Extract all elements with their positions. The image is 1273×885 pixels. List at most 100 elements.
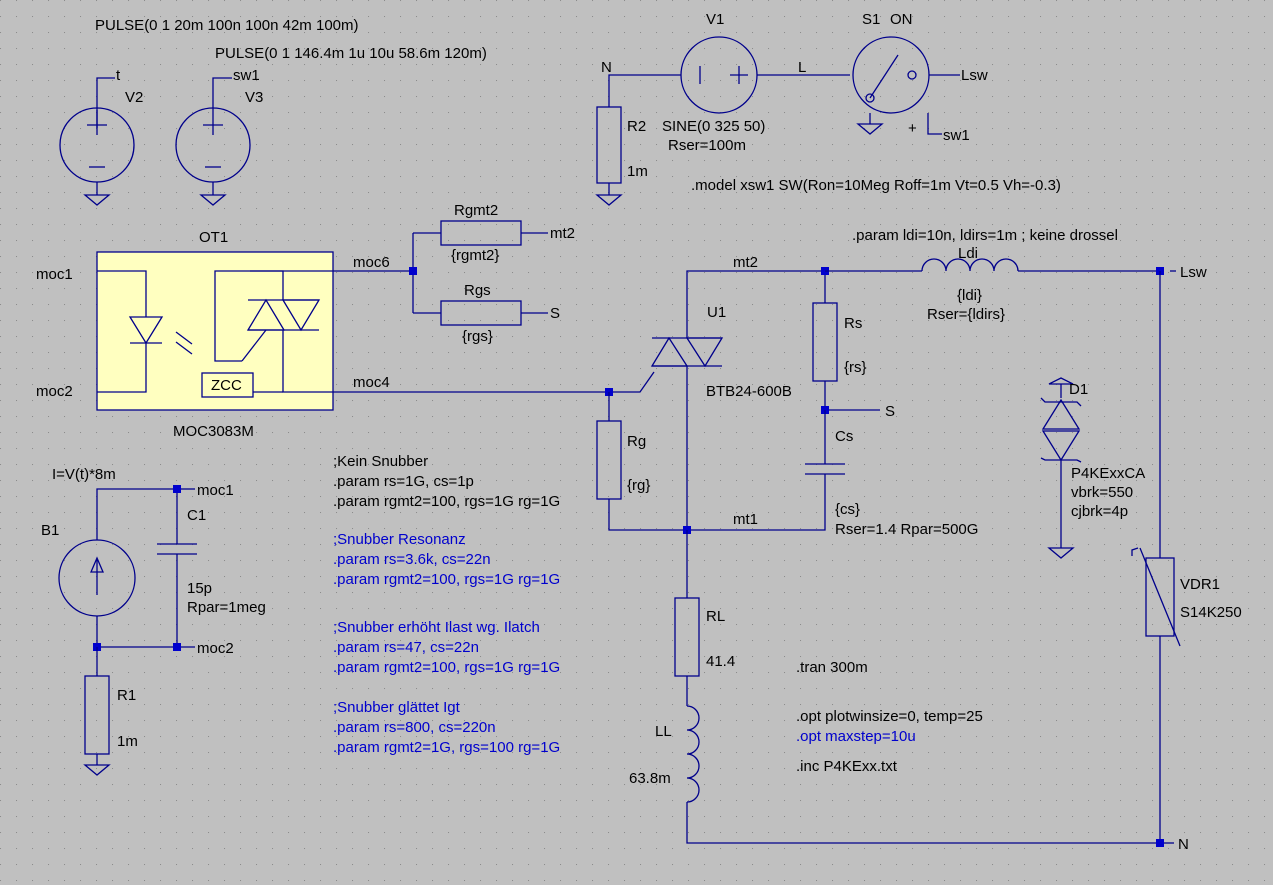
v3-source[interactable]: PULSE(0 1 146.4m 1u 10u 58.6m 120m) sw1 …: [175, 45, 487, 206]
rl-value: 41.4: [706, 653, 735, 670]
s1-state: ON: [890, 11, 913, 28]
r2-resistor[interactable]: R2 1m: [595, 106, 648, 206]
net-label-moc2-bottom: moc2: [197, 640, 234, 657]
rgmt2-resistor[interactable]: Rgmt2 mt2 {rgmt2}: [440, 202, 575, 264]
resonanz-line2: .param rgmt2=100, rgs=1G rg=1G: [333, 571, 560, 588]
net-label-moc6: moc6: [353, 254, 390, 271]
node-moc1: [173, 485, 181, 493]
rs-value: {rs}: [844, 359, 867, 376]
vdr1-varistor[interactable]: VDR1 S14K250: [1131, 271, 1242, 843]
b1-name: B1: [41, 522, 59, 539]
rl-name: RL: [706, 608, 725, 625]
rg-value: {rg}: [627, 477, 650, 494]
ot1-optocoupler[interactable]: OT1 moc1 moc2 ZCC MOC3083M: [36, 229, 334, 440]
kein-snubber-line2: .param rgmt2=100, rgs=1G rg=1G: [333, 493, 560, 510]
b1-source[interactable]: I=V(t)*8m B1: [41, 466, 177, 647]
cs-extra: Rser=1.4 Rpar=500G: [835, 521, 978, 538]
u1-model: BTB24-600B: [706, 383, 792, 400]
vdr1-model: S14K250: [1180, 604, 1242, 621]
ot1-model: MOC3083M: [173, 423, 254, 440]
s1-ctrl-label: sw1: [943, 127, 970, 144]
v2-value: PULSE(0 1 20m 100n 100n 42m 100m): [95, 17, 359, 34]
v2-source[interactable]: PULSE(0 1 20m 100n 100n 42m 100m) t V2: [59, 17, 359, 206]
ot1-name: OT1: [199, 229, 228, 246]
v3-value: PULSE(0 1 146.4m 1u 10u 58.6m 120m): [215, 45, 487, 62]
kein-snubber-line1: .param rs=1G, cs=1p: [333, 473, 474, 490]
cs-name: Cs: [835, 428, 853, 445]
net-label-s: S: [885, 403, 895, 420]
glaettet-line2: .param rgmt2=1G, rgs=100 rg=1G: [333, 739, 560, 756]
ll-value: 63.8m: [629, 770, 671, 787]
gate-network: moc6: [333, 232, 441, 314]
net-label-n-bottom: N: [1178, 836, 1189, 853]
v2-name: V2: [125, 89, 143, 106]
c1-capacitor[interactable]: C1 15p Rpar=1meg: [157, 489, 266, 647]
v3-net-label: sw1: [233, 67, 260, 84]
directives-block: ;Kein Snubber .param rs=1G, cs=1p .param…: [333, 453, 983, 775]
rs-resistor[interactable]: Rs {rs}: [812, 271, 867, 410]
r2-value: 1m: [627, 163, 648, 180]
v1-name: V1: [706, 11, 724, 28]
kein-snubber-title: ;Kein Snubber: [333, 453, 428, 470]
rg-resistor[interactable]: Rg {rg}: [596, 392, 687, 531]
rl-resistor[interactable]: RL 41.4: [674, 530, 735, 677]
vdr1-name: VDR1: [1180, 576, 1220, 593]
resonanz-title: ;Snubber Resonanz: [333, 531, 466, 548]
d1-cjbrk: cjbrk=4p: [1071, 503, 1128, 520]
net-label-mt2-rgmt2: mt2: [550, 225, 575, 242]
ldi-extra: Rser={ldirs}: [927, 306, 1005, 323]
b1-value: I=V(t)*8m: [52, 466, 116, 483]
directive-param-ldi: .param ldi=10n, ldirs=1m ; keine drossel: [852, 227, 1118, 244]
s1-out-label: Lsw: [961, 67, 988, 84]
erhoeht-line1: .param rs=47, cs=22n: [333, 639, 479, 656]
v1-rser: Rser=100m: [668, 137, 746, 154]
rg-name: Rg: [627, 433, 646, 450]
directive-model: .model xsw1 SW(Ron=10Meg Roff=1m Vt=0.5 …: [691, 177, 1061, 194]
ldi-value: {ldi}: [957, 287, 982, 304]
directive-opt1: .opt plotwinsize=0, temp=25: [796, 708, 983, 725]
u1-triac[interactable]: U1 mt2 BTB24-600B: [650, 254, 825, 530]
directive-tran: .tran 300m: [796, 659, 868, 676]
net-label-mt1: mt1: [733, 511, 758, 528]
net-label-moc2-top: moc2: [36, 383, 73, 400]
net-label-mt2: mt2: [733, 254, 758, 271]
node-n: [1156, 839, 1164, 847]
rgmt2-value: {rgmt2}: [451, 247, 499, 264]
net-label-s-rgs: S: [550, 305, 560, 322]
v2-net-label: t: [116, 67, 121, 84]
rgs-resistor[interactable]: Rgs S {rgs}: [440, 282, 560, 345]
r1-value: 1m: [117, 733, 138, 750]
moc4-wire: [333, 371, 655, 393]
ll-inductor[interactable]: LL 63.8m: [629, 676, 1160, 844]
d1-vbrk: vbrk=550: [1071, 484, 1133, 501]
node-moc2: [173, 643, 181, 651]
d1-model: P4KExxCA: [1071, 465, 1145, 482]
cs-capacitor[interactable]: Cs {cs} Rser=1.4 Rpar=500G: [687, 410, 978, 538]
s1-plus: +: [908, 120, 917, 137]
net-label-moc4: moc4: [353, 374, 390, 391]
ot1-zcc: ZCC: [211, 377, 242, 394]
s1-switch[interactable]: S1 ON Lsw + sw1: [852, 11, 988, 144]
glaettet-line1: .param rs=800, cs=220n: [333, 719, 496, 736]
c1-value: 15p: [187, 580, 212, 597]
v1-source[interactable]: V1 N L SINE(0 325 50) Rser=100m: [601, 11, 850, 154]
r1-resistor[interactable]: R1 1m: [83, 647, 138, 776]
resonanz-line1: .param rs=3.6k, cs=22n: [333, 551, 491, 568]
glaettet-title: ;Snubber glättet Igt: [333, 699, 461, 716]
net-label-moc1-top: moc1: [36, 266, 73, 283]
d1-name: D1: [1069, 381, 1088, 398]
r2-name: R2: [627, 118, 646, 135]
c1-extra: Rpar=1meg: [187, 599, 266, 616]
net-label-l: L: [798, 59, 806, 76]
net-label-lsw: Lsw: [1180, 264, 1207, 281]
u1-name: U1: [707, 304, 726, 321]
ldi-inductor[interactable]: .param ldi=10n, ldirs=1m ; keine drossel…: [825, 227, 1160, 323]
net-label-moc1-bottom: moc1: [197, 482, 234, 499]
r1-name: R1: [117, 687, 136, 704]
s1-name: S1: [862, 11, 880, 28]
directive-opt2: .opt maxstep=10u: [796, 728, 916, 745]
v3-name: V3: [245, 89, 263, 106]
rs-name: Rs: [844, 315, 862, 332]
d1-tvs-diode[interactable]: D1 P4KExxCA vbrk=550 cjbrk=4p: [1040, 377, 1145, 559]
